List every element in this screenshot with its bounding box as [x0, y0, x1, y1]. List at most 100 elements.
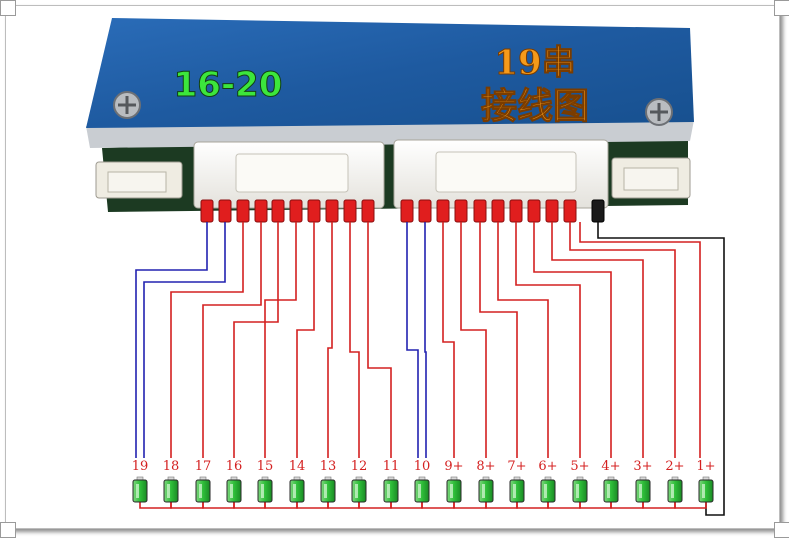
protection-board: 16-20 19串 接线图	[86, 18, 694, 212]
connector-pin	[436, 199, 450, 223]
battery-cell-body	[414, 479, 430, 503]
wire-red	[533, 222, 612, 458]
wire-red	[579, 222, 701, 458]
cell-label: 2+	[665, 459, 684, 474]
cell-label: 17	[195, 459, 212, 474]
cell-series-link	[610, 502, 644, 509]
wire-blue	[406, 222, 419, 458]
range-label: 16-20	[174, 65, 283, 105]
title-line-2: 接线图	[481, 85, 589, 127]
battery-cell-icon	[195, 476, 211, 503]
cell-label: 7+	[507, 459, 526, 474]
wire-red	[327, 222, 333, 458]
cell-series-link	[202, 502, 235, 509]
wire-blue	[135, 222, 208, 458]
board-blue-plate	[86, 18, 694, 128]
connector-pin	[491, 199, 505, 223]
connector-pin-negative	[591, 199, 605, 223]
wire-red	[497, 222, 549, 458]
cell-series-link	[139, 502, 172, 509]
battery-cell-body	[509, 479, 525, 503]
screw-left-icon	[113, 91, 141, 119]
main-connector-left-latch	[235, 153, 349, 193]
battery-cell-body	[257, 479, 273, 503]
connector-pin	[473, 199, 487, 223]
wire-group	[135, 199, 725, 516]
cell-label: 3+	[633, 459, 652, 474]
connector-pin	[218, 199, 232, 223]
cell-series-link	[674, 502, 707, 509]
battery-cell-body	[635, 479, 651, 503]
battery-cell-icon	[414, 476, 430, 503]
battery-cell-highlight	[544, 484, 547, 498]
wire-black-negative	[597, 222, 725, 516]
screw-right-icon	[645, 98, 673, 126]
cell-series-link	[642, 502, 676, 509]
battery-cell-body	[540, 479, 556, 503]
battery-cell-highlight	[576, 484, 579, 498]
cell-label: 18	[163, 459, 180, 474]
connector-pin	[325, 199, 339, 223]
battery-cell-highlight	[167, 484, 170, 498]
main-connector-right-latch	[435, 151, 577, 193]
corner-marker-top-left	[0, 0, 16, 16]
wire-red	[515, 222, 581, 458]
battery-cell-icon	[635, 476, 651, 503]
cell-label: 4+	[601, 459, 620, 474]
battery-cell-icon	[572, 476, 588, 503]
wire-red	[442, 222, 455, 458]
battery-cell-body	[572, 479, 588, 503]
battery-cell-body	[163, 479, 179, 503]
wire-red	[296, 222, 315, 458]
battery-cell-highlight	[136, 484, 139, 498]
battery-cell-icon	[320, 476, 336, 503]
connector-pin	[418, 199, 432, 223]
battery-cell-highlight	[387, 484, 390, 498]
battery-cell-body	[603, 479, 619, 503]
connector-pin	[527, 199, 541, 223]
battery-cell-body	[667, 479, 683, 503]
battery-cell-icon	[478, 476, 494, 503]
cell-series-link	[516, 502, 549, 509]
wire-red	[479, 222, 518, 458]
battery-cell-highlight	[199, 484, 202, 498]
cell-label: 12	[351, 459, 368, 474]
cell-series-link	[296, 502, 329, 509]
wire-red	[264, 222, 297, 458]
side-connector-left-slot	[107, 171, 167, 193]
wire-red	[202, 222, 262, 458]
connector-pin	[545, 199, 559, 223]
cell-label: 8+	[476, 459, 495, 474]
battery-cell-highlight	[482, 484, 485, 498]
cell-series-link	[453, 502, 487, 509]
wire-blue	[424, 222, 427, 458]
cell-label: 15	[257, 459, 274, 474]
cell-label: 10	[414, 459, 431, 474]
cell-label: 11	[383, 459, 400, 474]
battery-cell-highlight	[671, 484, 674, 498]
connector-pin	[236, 199, 250, 223]
wire-red	[569, 222, 676, 458]
battery-cell-icon	[446, 476, 462, 503]
cell-series-link	[547, 502, 581, 509]
battery-cell-body	[698, 479, 714, 503]
cell-label: 16	[226, 459, 243, 474]
battery-cell-body	[383, 479, 399, 503]
battery-cell-icon	[163, 476, 179, 503]
cell-label: 6+	[538, 459, 557, 474]
wire-red	[551, 222, 644, 458]
battery-cell-highlight	[639, 484, 642, 498]
battery-cell-icon	[603, 476, 619, 503]
battery-cell-body	[289, 479, 305, 503]
connector-pin	[271, 199, 285, 223]
battery-cell-body	[320, 479, 336, 503]
battery-cell-highlight	[607, 484, 610, 498]
battery-cell-icon	[226, 476, 242, 503]
wire-red	[349, 222, 360, 458]
cell-label: 5+	[570, 459, 589, 474]
cell-series-link	[170, 502, 204, 509]
wire-red	[367, 222, 392, 458]
cell-series-link	[390, 502, 423, 509]
connector-pin	[509, 199, 523, 223]
cell-label: 14	[289, 459, 306, 474]
